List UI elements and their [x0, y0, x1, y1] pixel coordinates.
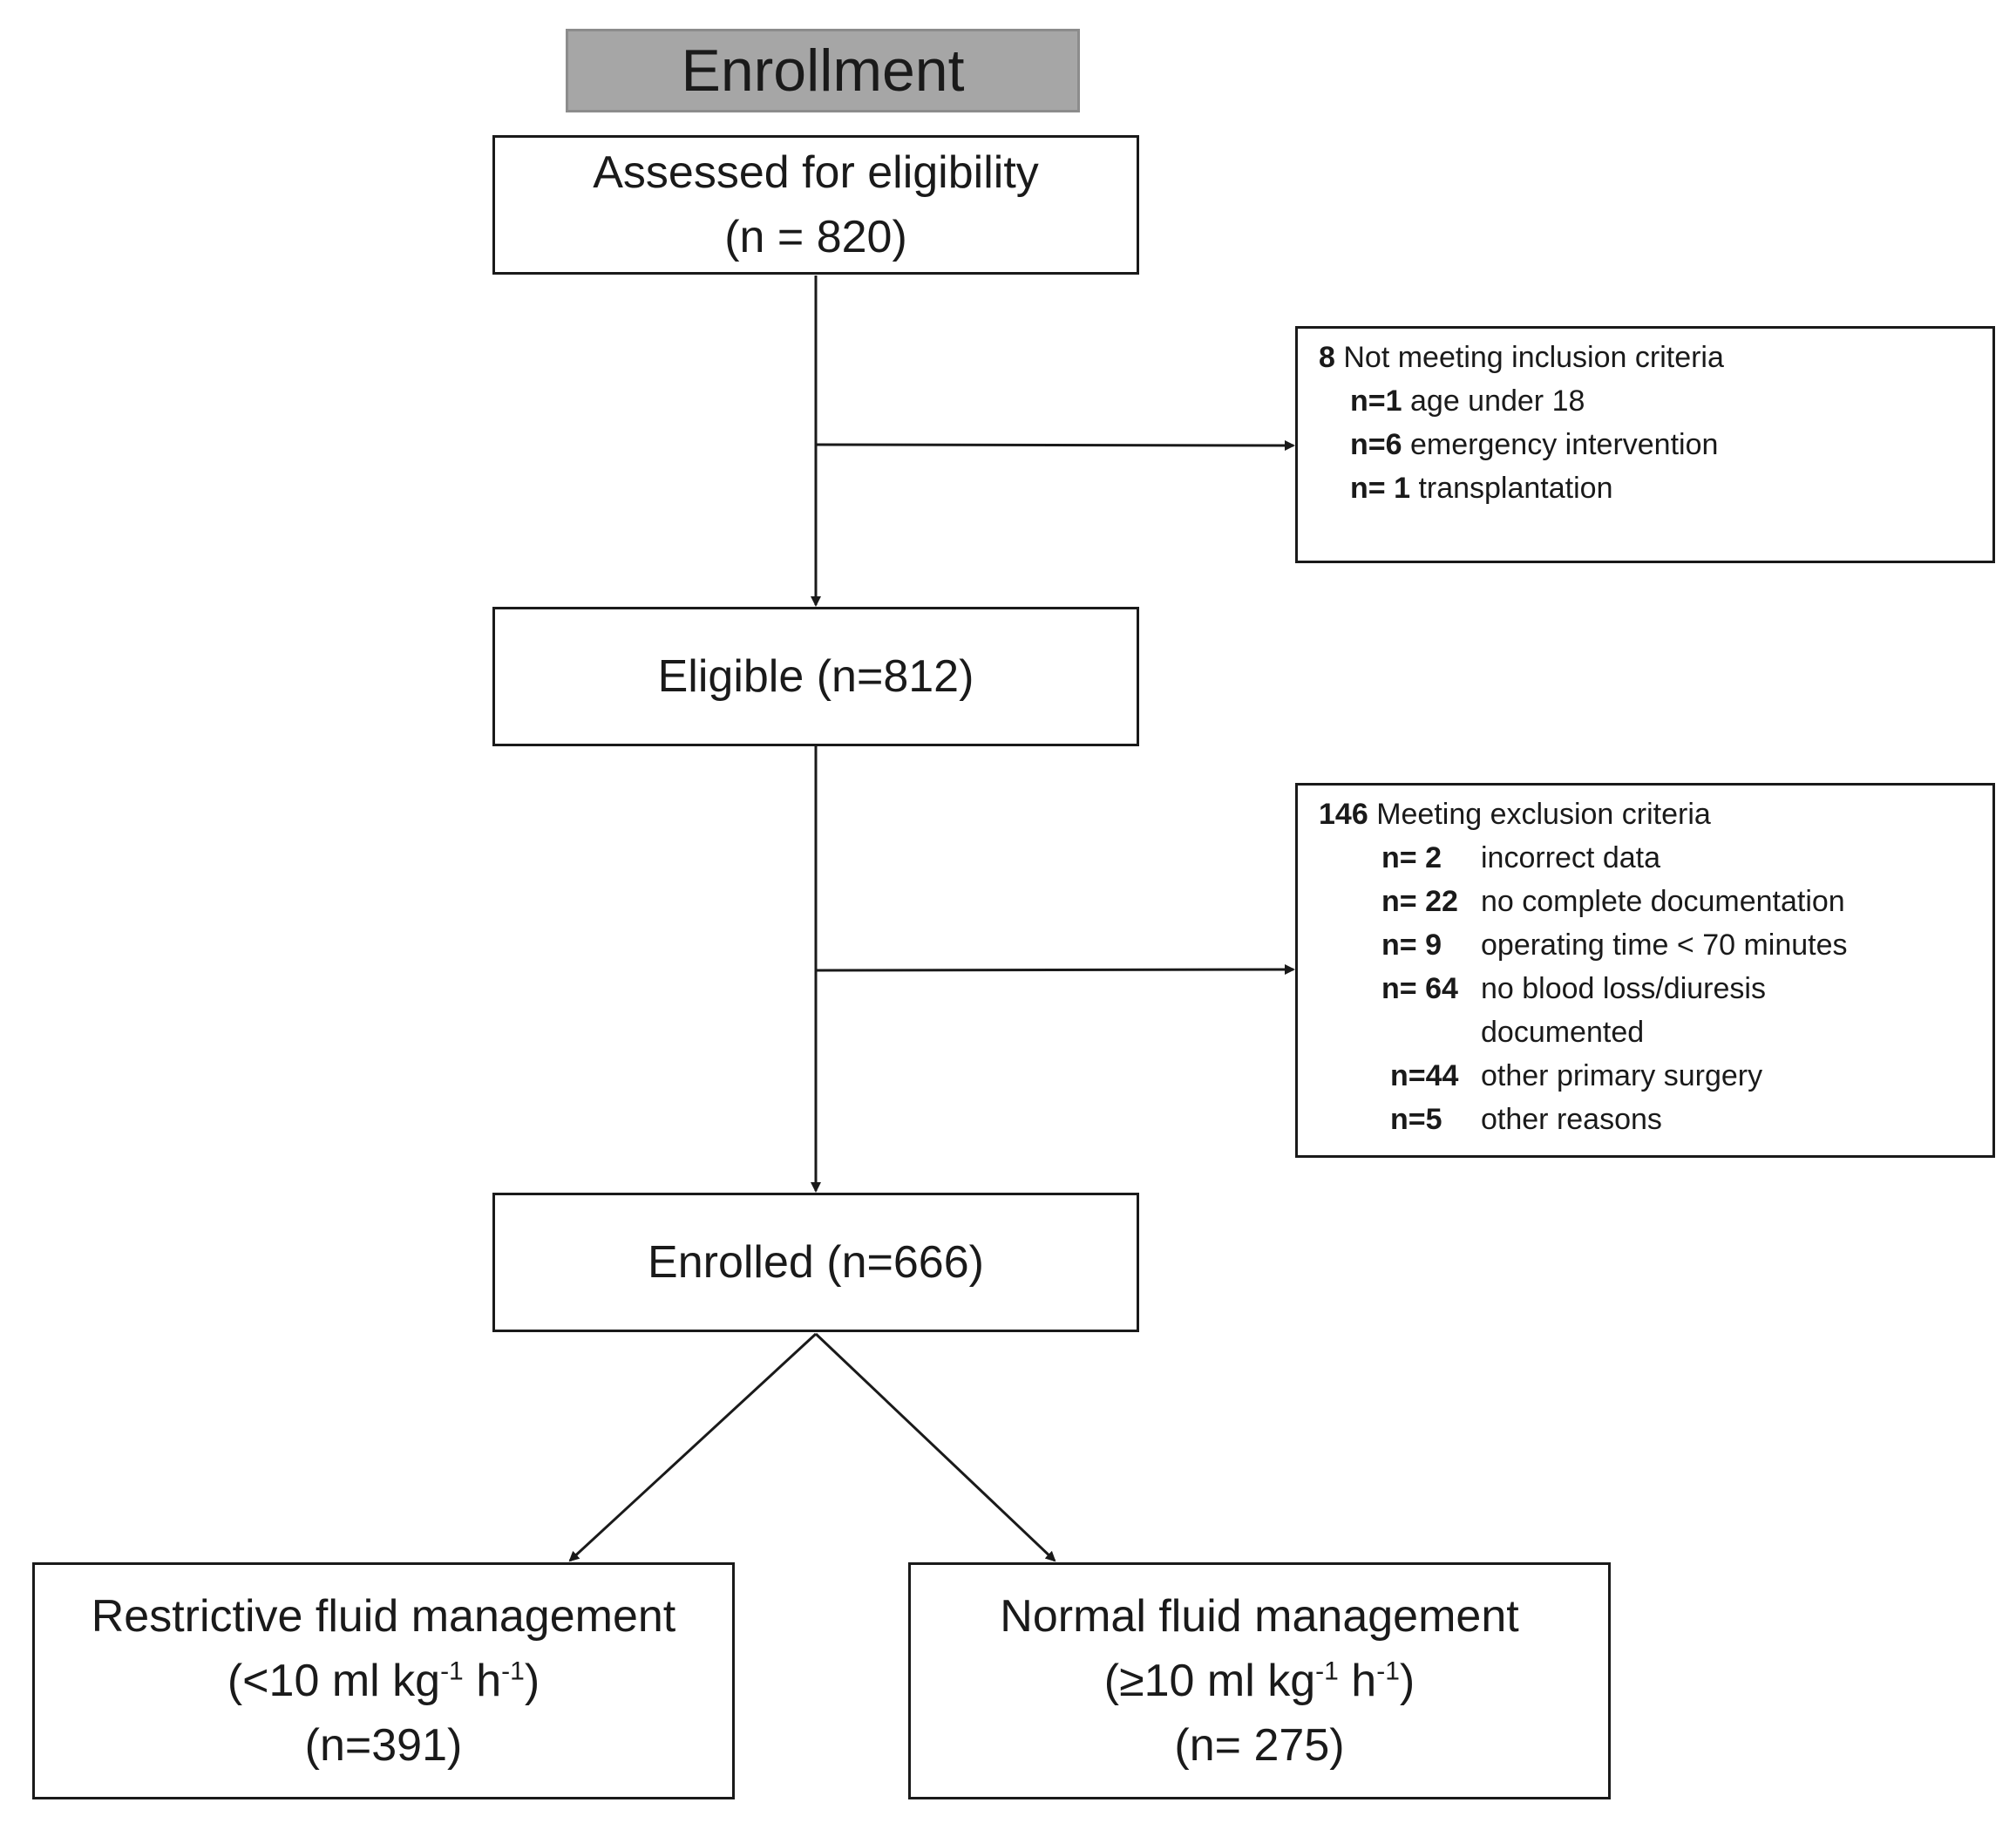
exclusion-item-text: no blood loss/diuresis: [1481, 972, 1766, 1005]
exclusion-item-count: n= 9: [1381, 929, 1442, 962]
inclusion-item: n=1 age under 18: [1319, 379, 1992, 423]
exclusion-title-count: 146: [1319, 798, 1368, 831]
restrictive-line1: Restrictive fluid management: [91, 1591, 676, 1642]
inclusion-item-count: n= 1: [1350, 472, 1410, 505]
normal-rate-mid: h: [1338, 1656, 1377, 1706]
exclusion-item-count: n= 22: [1381, 885, 1458, 918]
assessed-count: (n = 820): [724, 212, 907, 262]
arrow-to-normal: [814, 1332, 1056, 1562]
inclusion-item-count: n=1: [1350, 384, 1402, 418]
assessed-box: Assessed for eligibility (n = 820): [492, 135, 1139, 275]
eligible-label: Eligible (n=812): [657, 651, 974, 702]
normal-rate-sup2: -1: [1376, 1656, 1400, 1686]
exclusion-item: documented: [1319, 1010, 1992, 1054]
inclusion-box: 8 Not meeting inclusion criteria n=1 age…: [1295, 326, 1995, 563]
restrictive-rate-sup1: -1: [440, 1656, 464, 1686]
exclusion-box: 146 Meeting exclusion criteria n= 2 incor…: [1295, 783, 1995, 1158]
restrictive-box: Restrictive fluid management (<10 ml kg-…: [32, 1562, 735, 1799]
inclusion-item-text: age under 18: [1410, 384, 1585, 418]
normal-rate-post: ): [1399, 1656, 1415, 1706]
assessed-line1: Assessed for eligibility: [593, 147, 1039, 198]
normal-count: (n= 275): [1174, 1720, 1345, 1771]
restrictive-count: (n=391): [304, 1720, 463, 1771]
exclusion-item: n= 2 incorrect data: [1319, 836, 1992, 880]
inclusion-item: n=6 emergency intervention: [1319, 423, 1992, 466]
normal-rate-pre: (≥10 ml kg: [1103, 1656, 1316, 1706]
exclusion-item: n= 64 no blood loss/diuresis: [1319, 967, 1992, 1010]
normal-box: Normal fluid management (≥10 ml kg-1 h-1…: [908, 1562, 1611, 1799]
exclusion-item: n= 22 no complete documentation: [1319, 880, 1992, 923]
normal-rate-sup1: -1: [1315, 1656, 1339, 1686]
exclusion-item-text: incorrect data: [1481, 841, 1660, 874]
exclusion-item-text: no complete documentation: [1481, 885, 1845, 918]
restrictive-rate-sup2: -1: [501, 1656, 525, 1686]
exclusion-item-text: documented: [1481, 1016, 1645, 1049]
inclusion-title-text: Not meeting inclusion criteria: [1343, 341, 1724, 374]
enrollment-label: Enrollment: [681, 37, 965, 104]
enrollment-header: Enrollment: [566, 29, 1080, 112]
inclusion-item: n= 1 transplantation: [1319, 466, 1992, 510]
exclusion-item-text: operating time < 70 minutes: [1481, 929, 1848, 962]
arrow-to-exclusion: [815, 964, 1295, 976]
arrow-to-restrictive: [568, 1332, 818, 1562]
restrictive-rate-pre: (<10 ml kg: [227, 1656, 441, 1706]
exclusion-item: n= 9 operating time < 70 minutes: [1319, 923, 1992, 967]
exclusion-item-text: other primary surgery: [1481, 1059, 1763, 1092]
inclusion-title-count: 8: [1319, 341, 1335, 374]
inclusion-title: 8 Not meeting inclusion criteria: [1319, 336, 1992, 379]
inclusion-item-count: n=6: [1350, 428, 1402, 461]
exclusion-item-count: n=5: [1390, 1103, 1442, 1136]
exclusion-item: n=44 other primary surgery: [1319, 1054, 1992, 1098]
eligible-box: Eligible (n=812): [492, 607, 1139, 746]
exclusion-item-count: n= 2: [1381, 841, 1442, 874]
normal-rate: (≥10 ml kg-1 h-1): [1104, 1649, 1415, 1713]
exclusion-item-text: other reasons: [1481, 1103, 1662, 1136]
exclusion-item-count: n= 64: [1381, 972, 1458, 1005]
exclusion-title: 146 Meeting exclusion criteria: [1319, 792, 1992, 836]
enrolled-label: Enrolled (n=666): [648, 1237, 984, 1288]
restrictive-rate: (<10 ml kg-1 h-1): [227, 1649, 540, 1713]
exclusion-item: n=5 other reasons: [1319, 1098, 1992, 1141]
enrolled-box: Enrolled (n=666): [492, 1193, 1139, 1332]
exclusion-item-count: [1381, 1010, 1481, 1054]
arrow-to-inclusion: [815, 439, 1295, 451]
inclusion-item-text: transplantation: [1418, 472, 1613, 505]
restrictive-rate-mid: h: [463, 1656, 502, 1706]
normal-line1: Normal fluid management: [1000, 1591, 1519, 1642]
restrictive-rate-post: ): [524, 1656, 540, 1706]
inclusion-item-text: emergency intervention: [1410, 428, 1719, 461]
exclusion-item-count: n=44: [1390, 1059, 1459, 1092]
exclusion-title-text: Meeting exclusion criteria: [1376, 798, 1711, 831]
